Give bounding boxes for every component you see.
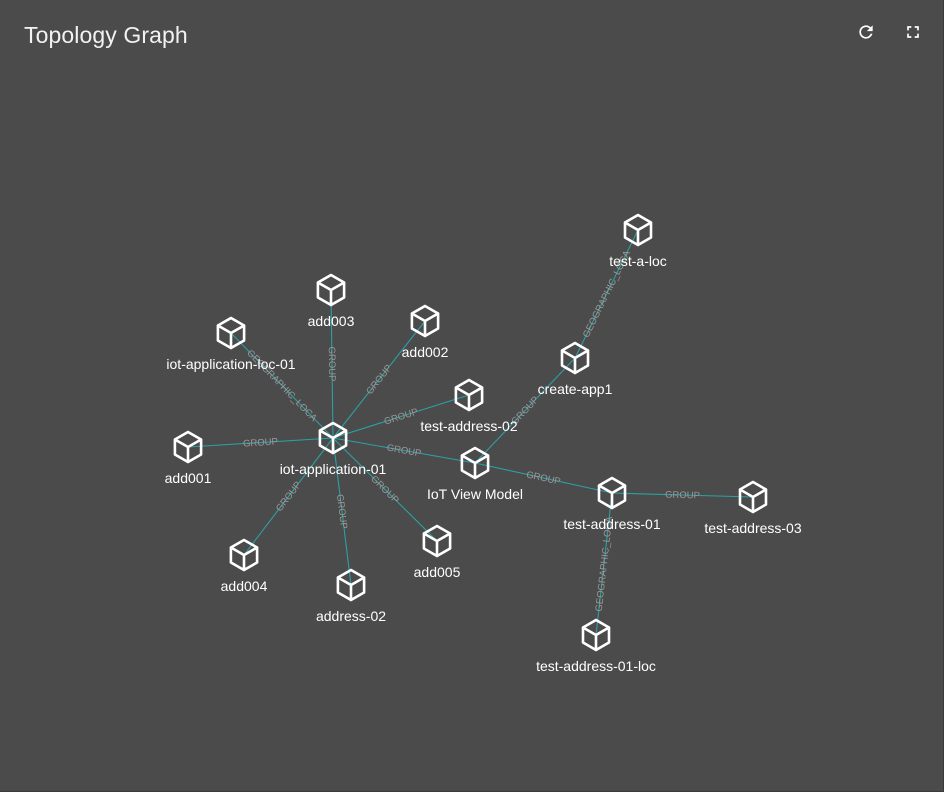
- graph-node-create-app1[interactable]: create-app1: [538, 341, 613, 397]
- fullscreen-button[interactable]: [901, 20, 925, 44]
- node-label: test-a-loc: [609, 253, 667, 269]
- edge-line: [574, 229, 639, 359]
- graph-node-iot-application-01[interactable]: iot-application-01: [280, 421, 387, 477]
- graph-node-test-address-02[interactable]: test-address-02: [420, 378, 518, 434]
- cube-icon: [623, 213, 653, 247]
- cube-icon: [460, 446, 490, 480]
- graph-edge[interactable]: GROUP: [326, 289, 337, 439]
- node-label: add005: [414, 564, 461, 580]
- graph-node-test-address-01[interactable]: test-address-01: [563, 476, 661, 532]
- node-label: add001: [165, 470, 212, 486]
- cube-icon: [422, 524, 452, 558]
- edge-line: [243, 437, 334, 556]
- node-label: add003: [308, 313, 355, 329]
- node-label: add004: [221, 578, 268, 594]
- graph-node-add002[interactable]: add002: [402, 304, 449, 360]
- node-label: test-address-02: [420, 418, 517, 434]
- graph-node-iot-view-model[interactable]: IoT View Model: [427, 446, 523, 502]
- panel-title: Topology Graph: [24, 22, 188, 48]
- edge-label: GROUP: [334, 494, 349, 530]
- nodes-layer: add003 add002 iot-application-loc-01 test-a…: [165, 213, 802, 674]
- node-label: iot-application-01: [280, 461, 387, 477]
- node-label: create-app1: [538, 381, 613, 397]
- graph-edge[interactable]: GROUP: [611, 490, 754, 502]
- cube-icon: [316, 273, 346, 307]
- cube-icon: [560, 341, 590, 375]
- edge-label: GROUP: [665, 490, 700, 502]
- cube-icon: [216, 316, 246, 350]
- edge-line: [187, 437, 334, 448]
- graph-edge[interactable]: GEOGRAPHIC_LOCA: [230, 332, 334, 439]
- node-label: IoT View Model: [427, 486, 523, 502]
- cube-icon: [597, 476, 627, 510]
- graph-edge[interactable]: GROUP: [474, 357, 576, 464]
- cube-icon: [738, 480, 768, 514]
- node-label: test-address-01: [563, 516, 660, 532]
- graph-edge[interactable]: GROUP: [332, 437, 352, 586]
- cube-icon: [410, 304, 440, 338]
- graph-node-add003[interactable]: add003: [308, 273, 355, 329]
- graph-edge[interactable]: GEOGRAPHIC_LOCA: [574, 229, 639, 359]
- edge-line: [474, 357, 576, 464]
- graph-node-address-02[interactable]: address-02: [316, 568, 386, 624]
- edge-label: GROUP: [326, 347, 337, 382]
- edge-label: GROUP: [368, 474, 401, 506]
- graph-node-add001[interactable]: add001: [165, 430, 212, 486]
- cube-icon: [581, 618, 611, 652]
- edge-line: [611, 492, 754, 498]
- node-label: test-address-01-loc: [536, 658, 656, 674]
- edge-line: [332, 394, 470, 439]
- edge-label: GROUP: [364, 363, 394, 397]
- graph-node-test-address-03[interactable]: test-address-03: [704, 480, 802, 536]
- cube-icon: [454, 378, 484, 412]
- node-label: address-02: [316, 608, 386, 624]
- graph-edge[interactable]: GROUP: [243, 437, 334, 556]
- node-label: iot-application-loc-01: [166, 356, 295, 372]
- cube-icon: [173, 430, 203, 464]
- cube-icon: [318, 421, 348, 455]
- edge-label: GROUP: [383, 406, 420, 427]
- edge-line: [595, 492, 613, 636]
- graph-node-test-a-loc[interactable]: test-a-loc: [609, 213, 667, 269]
- fullscreen-icon: [907, 26, 919, 38]
- edge-line: [332, 437, 352, 586]
- edge-line: [330, 289, 334, 439]
- node-label: add002: [402, 344, 449, 360]
- graph-node-iot-application-loc-01[interactable]: iot-application-loc-01: [166, 316, 296, 372]
- graph-node-add004[interactable]: add004: [221, 538, 268, 594]
- cube-icon: [336, 568, 366, 602]
- graph-node-test-address-01-loc[interactable]: test-address-01-loc: [536, 618, 656, 674]
- edge-label: GROUP: [386, 443, 422, 460]
- graph-edge[interactable]: GEOGRAPHIC_LOCA: [594, 492, 616, 636]
- edge-line: [230, 332, 334, 439]
- graph-edge[interactable]: GROUP: [187, 436, 334, 450]
- edge-line: [474, 462, 613, 494]
- edge-label: GROUP: [274, 480, 304, 514]
- edge-line: [332, 320, 426, 439]
- graph-edge[interactable]: GROUP: [332, 320, 426, 439]
- graph-node-add005[interactable]: add005: [414, 524, 461, 580]
- edge-line: [332, 437, 476, 464]
- edge-line: [332, 437, 438, 542]
- node-label: test-address-03: [704, 520, 801, 536]
- edge-label: GROUP: [525, 469, 561, 487]
- edge-label: GROUP: [243, 436, 278, 449]
- cube-icon: [229, 538, 259, 572]
